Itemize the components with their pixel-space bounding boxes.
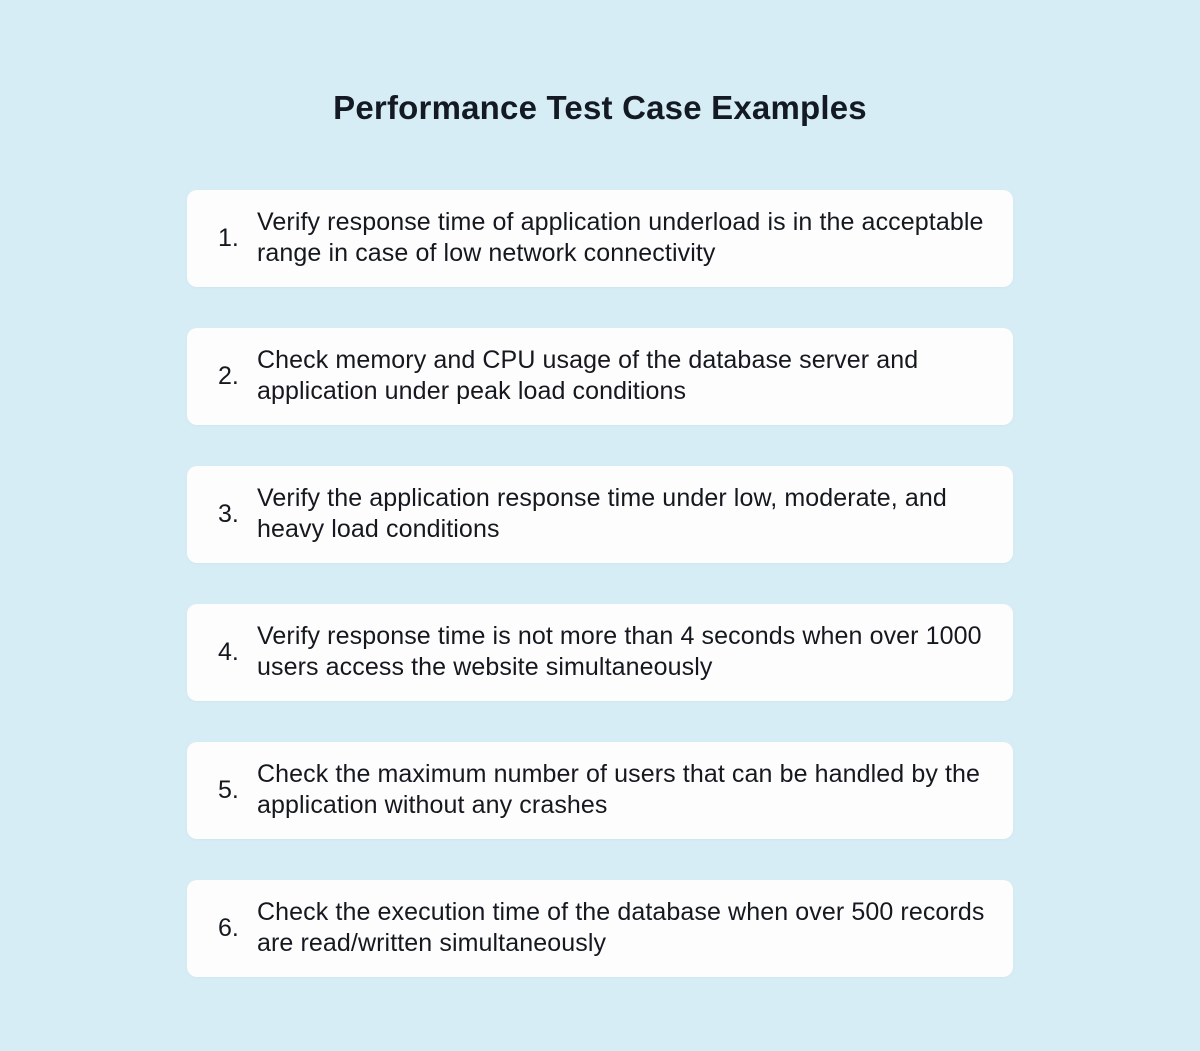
test-case-text: Check the maximum number of users that c… (257, 760, 981, 820)
test-case-card: 6. Check the execution time of the databa… (187, 879, 1013, 977)
page-title: Performance Test Case Examples (333, 89, 867, 126)
test-case-card: 2. Check memory and CPU usage of the data… (187, 327, 1013, 425)
test-case-text: Check memory and CPU usage of the databa… (257, 346, 919, 406)
test-case-number: 2. (218, 361, 239, 390)
test-case-text: Verify response time of application unde… (257, 208, 984, 268)
test-case-card: 4. Verify response time is not more than … (187, 603, 1013, 701)
test-case-text: Check the execution time of the database… (257, 898, 985, 958)
test-case-number: 6. (218, 913, 239, 942)
test-case-text: Verify the application response time und… (257, 484, 947, 544)
test-case-card: 3. Verify the application response time u… (187, 465, 1013, 563)
test-case-number: 3. (218, 499, 239, 528)
test-case-card: 5. Check the maximum number of users that… (187, 741, 1013, 839)
test-case-number: 5. (218, 775, 239, 804)
test-case-text: Verify response time is not more than 4 … (257, 622, 982, 682)
test-case-list: 1. Verify response time of application un… (187, 189, 1013, 977)
test-case-card: 1. Verify response time of application un… (187, 189, 1013, 287)
test-case-number: 4. (218, 637, 239, 666)
test-case-number: 1. (218, 223, 239, 252)
